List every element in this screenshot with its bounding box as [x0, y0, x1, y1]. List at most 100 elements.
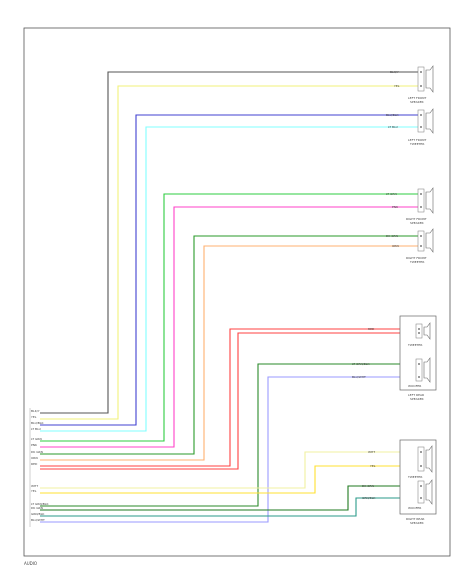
left-connector: BLK/Y YEL BLU/BLK LT BLU LT GRN PNK DK G… [29, 408, 49, 527]
right-rear-speaker: TWEETER WOOFER RIGHT REAR SPEAKER [399, 439, 437, 525]
footer-label: AUDIO [24, 561, 38, 566]
wire-label: WHT [368, 450, 375, 454]
inner-label: WOOFER [408, 384, 421, 388]
wire-4 [40, 126, 418, 432]
wire-7 [40, 235, 418, 455]
inner-label: TWEETER [407, 343, 422, 347]
right-front-speaker: RIGHT FRONT SPEAKER [406, 187, 434, 225]
tweeter-icon [425, 445, 433, 473]
pin [420, 235, 422, 237]
pin [420, 497, 422, 499]
pin [420, 451, 422, 453]
connector [417, 109, 425, 133]
connector [417, 446, 425, 472]
wire-label: GRN/BLK [362, 496, 376, 500]
component-name: RIGHT FRONT [406, 217, 427, 221]
wire-3 [40, 114, 418, 426]
wire-5 [40, 193, 418, 442]
wire-label: RED [368, 327, 375, 331]
left-front-tweeter: LEFT FRONT TWEETER [408, 108, 434, 146]
wire-9b [40, 332, 416, 470]
pin [420, 465, 422, 467]
pin [420, 126, 422, 128]
component-sub: SPEAKER [410, 397, 424, 401]
right-front-tweeter: RIGHT FRONT TWEETER [406, 228, 434, 264]
tweeter-icon [425, 228, 434, 253]
component-name: LEFT FRONT [408, 138, 426, 142]
pin [418, 376, 420, 378]
wire-group [40, 71, 418, 523]
pin [420, 245, 422, 247]
wire-label: PNK [392, 205, 399, 209]
pin-label: BLU/WHT [31, 518, 45, 522]
pin-label: WHT [31, 484, 38, 488]
wire-6 [40, 206, 418, 448]
pin [420, 114, 422, 116]
connector [417, 230, 425, 252]
wire-2 [40, 85, 418, 420]
pin [420, 206, 422, 208]
left-rear-speaker: TWEETER WOOFER LEFT REAR SPEAKER [399, 315, 437, 401]
speaker-icon [425, 187, 434, 214]
connector [417, 480, 425, 504]
pin-label: LT GRN [31, 437, 42, 441]
component-name: RIGHT REAR [406, 517, 424, 521]
connector [417, 188, 425, 213]
pin [418, 363, 420, 365]
wire-label: LT BLU [388, 125, 398, 129]
wire-label: LT GRN/BLK [352, 362, 370, 366]
left-front-speaker: LEFT FRONT SPEAKER [408, 65, 434, 104]
wire-15 [40, 497, 418, 517]
pin-label: PNK [31, 443, 38, 447]
pin-label: YEL [31, 489, 37, 493]
woofer-icon [425, 479, 433, 505]
pin-label: RED [31, 462, 38, 466]
pin-label: DK GRN [31, 450, 43, 454]
wire-11 [40, 376, 416, 523]
component-sub: SPEAKER [410, 521, 424, 525]
connector [415, 358, 423, 382]
wire-label: YEL [394, 84, 400, 88]
pin-label: DK GRN [31, 506, 43, 510]
wire-label: DK GRN [362, 484, 374, 488]
component-sub: TWEETER [409, 142, 424, 146]
wire-1 [40, 71, 418, 414]
pin [420, 193, 422, 195]
component-name: LEFT REAR [408, 393, 424, 397]
inner-label: WOOFER [408, 506, 421, 510]
pin [420, 485, 422, 487]
wire-12 [40, 451, 418, 489]
wire-label: ORN [392, 244, 399, 248]
wire-label: DK GRN [386, 234, 398, 238]
tweeter-icon [425, 108, 434, 134]
pin-label: GRN/BLK [31, 512, 45, 516]
diagram-frame [23, 27, 451, 557]
connector [417, 66, 425, 92]
component-name: LEFT FRONT [408, 96, 426, 100]
connector [415, 323, 423, 339]
wire-13 [40, 465, 418, 494]
wire-label: BLK/Y [390, 70, 399, 74]
component-sub: TWEETER [409, 260, 424, 264]
woofer-icon [423, 357, 431, 383]
wire-label: LT GRN [386, 192, 397, 196]
wire-8 [40, 245, 418, 461]
pin-label: BLU/BLK [31, 421, 45, 425]
wire-10 [40, 363, 416, 507]
pin-label: LT GRN/BLK [31, 502, 49, 506]
pin-label: LT BLU [31, 427, 41, 431]
pin [420, 85, 422, 87]
inner-label: TWEETER [407, 475, 422, 479]
wire-labels: BLK/Y YEL BLU/BLK LT BLU LT GRN PNK DK G… [352, 70, 400, 500]
component-sub: SPEAKER [410, 100, 424, 104]
component-sub: SPEAKER [410, 221, 424, 225]
wire-label: BLU/BLK [386, 113, 400, 117]
wire-label: BLU/WHT [352, 375, 366, 379]
speaker-icon [425, 65, 434, 93]
component-name: RIGHT FRONT [406, 256, 427, 260]
pin-label: YEL [31, 415, 37, 419]
tweeter-icon [423, 322, 431, 340]
pin [418, 328, 420, 330]
wire-14 [40, 485, 418, 511]
